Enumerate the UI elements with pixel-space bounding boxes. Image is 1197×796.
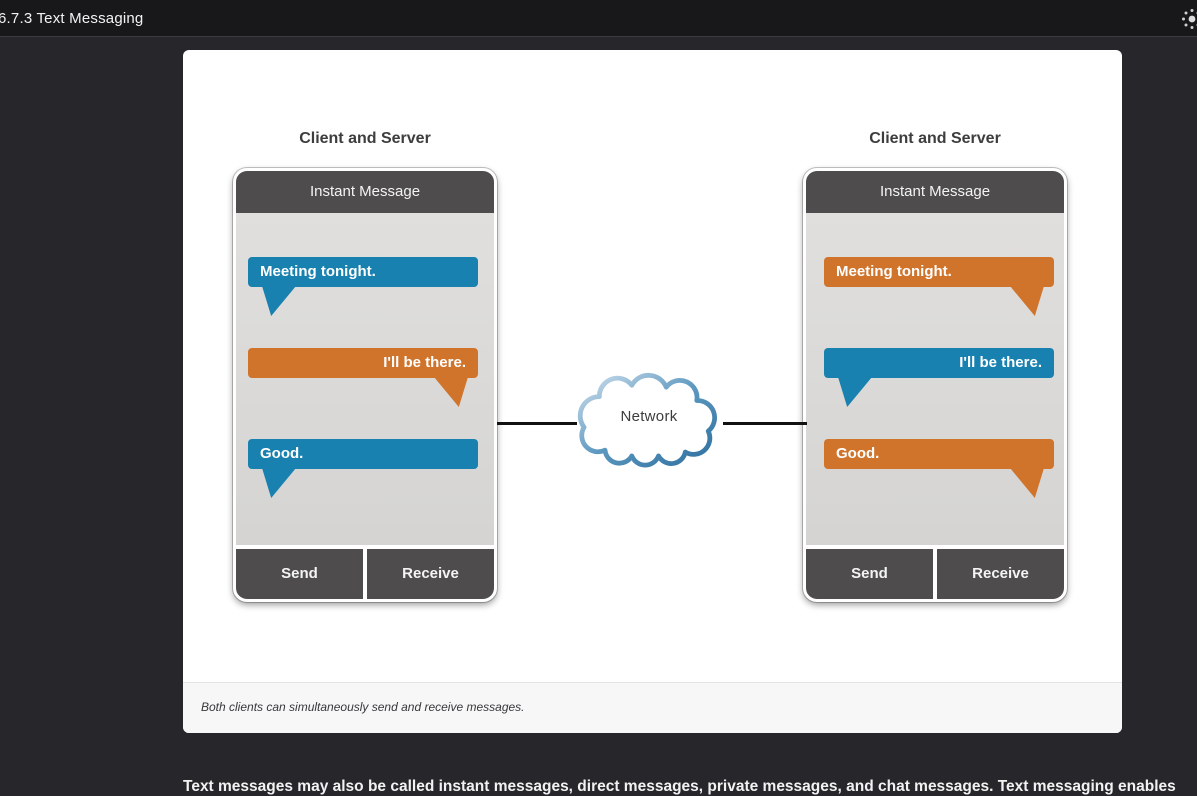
sun-spinner-icon[interactable] — [1180, 7, 1197, 31]
panel-button-row: Send Receive — [236, 545, 494, 599]
network-link-line-right — [723, 422, 807, 425]
message-bubble: Good. — [248, 439, 478, 498]
page-title: 6.7.3 Text Messaging — [0, 10, 144, 27]
lesson-paragraph: Text messages may also be called instant… — [183, 778, 1176, 795]
figure-card: Client and Server Client and Server Inst… — [183, 50, 1122, 733]
send-button: Send — [806, 549, 933, 599]
message-bubble: I'll be there. — [824, 348, 1054, 407]
bubble-tail-icon — [262, 468, 296, 498]
panel-button-row: Send Receive — [806, 545, 1064, 599]
message-bubble: I'll be there. — [248, 348, 478, 407]
bubble-tail-icon — [838, 377, 872, 407]
client-server-title-right: Client and Server — [869, 130, 1001, 147]
message-text: Good. — [260, 445, 304, 462]
instant-message-panel-left: Instant Message Meeting tonight. I'll be… — [233, 168, 497, 602]
bubble-tail-icon — [1010, 286, 1044, 316]
chat-area: Meeting tonight. I'll be there. Good. — [806, 213, 1064, 545]
message-text: I'll be there. — [383, 354, 466, 371]
chat-area: Meeting tonight. I'll be there. Good. — [236, 213, 494, 545]
message-bubble: Meeting tonight. — [824, 257, 1054, 316]
client-server-title-left: Client and Server — [299, 130, 431, 147]
bubble-tail-icon — [1010, 468, 1044, 498]
receive-button: Receive — [367, 549, 494, 599]
network-label: Network — [620, 408, 678, 425]
bubble-tail-icon — [434, 377, 468, 407]
message-bubble: Good. — [824, 439, 1054, 498]
network-cloud-icon: Network — [563, 368, 735, 475]
bubble-tail-icon — [262, 286, 296, 316]
instant-message-panel-right: Instant Message Meeting tonight. I'll be… — [803, 168, 1067, 602]
message-text: Good. — [836, 445, 880, 462]
message-bubble: Meeting tonight. — [248, 257, 478, 316]
receive-button: Receive — [937, 549, 1064, 599]
network-link-line-left — [497, 422, 577, 425]
window-title-bar: Instant Message — [236, 171, 494, 213]
window-title-bar: Instant Message — [806, 171, 1064, 213]
figure-footer: Both clients can simultaneously send and… — [183, 682, 1122, 733]
message-text: Meeting tonight. — [836, 263, 952, 280]
message-text: I'll be there. — [959, 354, 1042, 371]
figure-caption: Both clients can simultaneously send and… — [201, 700, 525, 714]
send-button: Send — [236, 549, 363, 599]
message-text: Meeting tonight. — [260, 263, 376, 280]
top-bar: 6.7.3 Text Messaging — [0, 0, 1197, 37]
